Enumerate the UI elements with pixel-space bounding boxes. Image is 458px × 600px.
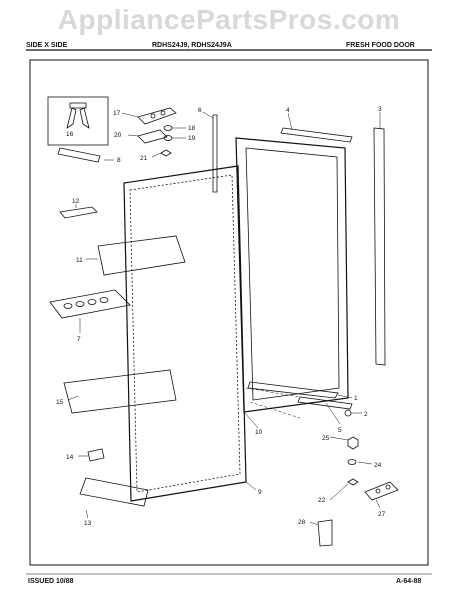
- callout-6: 6: [198, 107, 202, 114]
- callout-15: 15: [56, 399, 64, 406]
- header-center: RDHS24J9, RDHS24J9A: [152, 42, 232, 49]
- part-6-strip: [212, 114, 218, 193]
- part-15-door-bin: [63, 369, 177, 414]
- part-25-bushing: [347, 436, 359, 450]
- part-8-trim: [57, 147, 101, 163]
- callout-19: 19: [188, 135, 196, 142]
- callout-17: 17: [113, 110, 121, 117]
- part-17-top-hinge: [137, 107, 177, 125]
- part-22-screw: [347, 478, 359, 486]
- callout-16: 16: [66, 131, 74, 138]
- part-16-hinge-pin: [66, 102, 90, 129]
- part-11-dairy-door: [97, 235, 186, 276]
- callout-21: 21: [140, 155, 148, 162]
- callout-11: 11: [76, 257, 83, 264]
- part-7-egg-tray: [49, 289, 131, 319]
- part-24-washer: [347, 459, 357, 465]
- part-1-bottom-bracket: [247, 381, 339, 399]
- callout-27: 27: [378, 511, 386, 518]
- part-19-washer: [163, 135, 173, 141]
- header-right: FRESH FOOD DOOR: [346, 42, 415, 49]
- part-3-vertical-trim: [373, 127, 386, 366]
- callout-9: 9: [258, 489, 262, 496]
- part-9-door-panel: [123, 165, 247, 502]
- callout-18: 18: [188, 125, 196, 132]
- callout-24: 24: [374, 462, 382, 469]
- part-2-washer: [344, 409, 352, 417]
- header-left: SIDE X SIDE: [26, 42, 68, 49]
- part-12-small-shelf: [59, 206, 98, 219]
- watermark: AppliancePartsPros.com: [57, 4, 401, 35]
- callout-8: 8: [117, 157, 121, 164]
- part-14-clip: [87, 448, 105, 462]
- callout-2: 2: [364, 411, 368, 418]
- part-28-bracket: [317, 519, 333, 547]
- part-13-bottom-bin: [79, 477, 149, 507]
- callout-5: 5: [338, 427, 342, 434]
- callout-12: 12: [72, 198, 80, 205]
- part-21-screw: [160, 149, 172, 157]
- callout-25: 25: [322, 435, 330, 442]
- callout-1: 1: [354, 395, 358, 402]
- footer-left: ISSUED 10/88: [28, 578, 74, 585]
- footer-right: A-64-88: [396, 578, 422, 585]
- diagram-frame: [29, 59, 429, 566]
- part-27-lower-hinge: [364, 481, 399, 501]
- part-20-hinge-plate: [137, 129, 168, 144]
- inset-box: [47, 96, 109, 146]
- callout-4: 4: [286, 107, 290, 114]
- callout-28: 28: [298, 519, 306, 526]
- part-10-gasket: [235, 137, 349, 413]
- callout-13: 13: [84, 520, 92, 527]
- part-5-bracket: [297, 396, 353, 410]
- callout-22: 22: [318, 497, 326, 504]
- callout-7: 7: [77, 336, 81, 343]
- callout-3: 3: [378, 106, 382, 113]
- callout-10: 10: [255, 429, 263, 436]
- part-4-top-bracket: [280, 127, 353, 143]
- callout-20: 20: [114, 132, 122, 139]
- callout-14: 14: [66, 454, 74, 461]
- part-18-washer: [163, 125, 173, 131]
